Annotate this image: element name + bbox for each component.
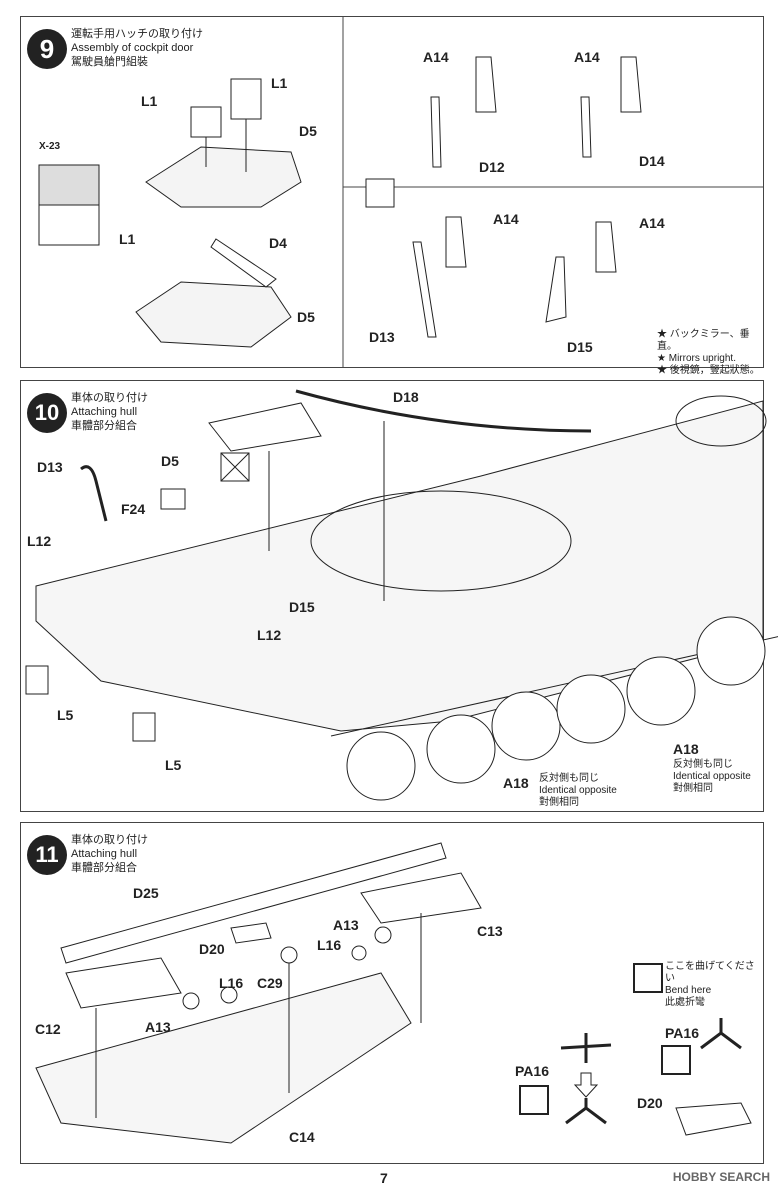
step10-label-6: D15 bbox=[289, 599, 315, 615]
step11-bend-note: ここを曲げてください Bend here 此處折彎 bbox=[665, 961, 763, 1009]
step9-title: 運転手用ハッチの取り付け Assembly of cockpit door 駕駛… bbox=[71, 27, 203, 69]
step11-title-en: Attaching hull bbox=[71, 848, 138, 860]
step10-label-2: D5 bbox=[161, 453, 179, 469]
step11-label-2: D20 bbox=[199, 941, 225, 957]
step9-label-13: D13 bbox=[369, 329, 395, 345]
step10-label-1: D18 bbox=[393, 389, 419, 405]
step9-label-14: A14 bbox=[639, 215, 665, 231]
step9-label-5: L1 bbox=[119, 231, 136, 247]
step10-label-5: L12 bbox=[27, 533, 52, 549]
step11-number: 11 bbox=[27, 835, 67, 875]
step11-label-7: C29 bbox=[257, 975, 283, 991]
step9-note: ★ バックミラー、垂直。 ★ Mirrors upright. ★ 後視鏡，豎起… bbox=[657, 329, 763, 377]
paint-icon bbox=[661, 1045, 691, 1075]
step9-panel: 9 運転手用ハッチの取り付け Assembly of cockpit door … bbox=[20, 16, 764, 376]
step11-label-9: A13 bbox=[145, 1019, 171, 1035]
step10-title-zh: 車體部分組合 bbox=[71, 420, 137, 432]
step10-note2-zh: 對側相同 bbox=[539, 797, 579, 808]
step9-drawing bbox=[38, 17, 763, 367]
step9-note-en: ★ Mirrors upright. bbox=[657, 353, 736, 364]
step10-label-8: L5 bbox=[57, 707, 74, 723]
step11-label-1: D25 bbox=[133, 885, 159, 901]
step10-label-10: A18 bbox=[673, 741, 699, 757]
step9-label-2: L1 bbox=[141, 93, 158, 109]
step11-bend-en: Bend here bbox=[665, 985, 712, 996]
bend-here-icon bbox=[633, 963, 663, 993]
step9-note-zh: ★ 後視鏡，豎起狀態。 bbox=[657, 365, 760, 376]
step10-note2-en: Identical opposite bbox=[539, 785, 617, 796]
step9-label-12: A14 bbox=[493, 211, 519, 227]
bend-here-icon-small bbox=[519, 1085, 549, 1115]
step10-note1-zh: 對側相同 bbox=[673, 783, 713, 794]
step10-label-3: D13 bbox=[37, 459, 63, 475]
step9-label-15: D15 bbox=[567, 339, 593, 355]
step11-bend-ja: ここを曲げてください bbox=[665, 961, 755, 984]
step11-bend-zh: 此處折彎 bbox=[665, 997, 705, 1008]
step9-label-3: D5 bbox=[299, 123, 317, 139]
step10-note-right: 反対側も同じ Identical opposite 對側相同 bbox=[673, 759, 751, 795]
step9-label-4: X-23 bbox=[39, 141, 61, 152]
step11-label-13: D20 bbox=[637, 1095, 663, 1111]
step9-label-11: D14 bbox=[639, 153, 665, 169]
step11-label-11: PA16 bbox=[515, 1063, 549, 1079]
step9-label-9: D12 bbox=[479, 159, 505, 175]
step10-title-ja: 車体の取り付け bbox=[71, 392, 148, 404]
step9-note-ja: ★ バックミラー、垂直。 bbox=[657, 329, 750, 352]
step9-title-en: Assembly of cockpit door bbox=[71, 42, 194, 54]
step10-panel: 10 車体の取り付け Attaching hull 車體部分組合 D18 D5 … bbox=[20, 380, 778, 812]
step10-note-left: 反対側も同じ Identical opposite 對側相同 bbox=[539, 773, 617, 809]
step11-label-6: L16 bbox=[219, 975, 244, 991]
step11-panel: 11 車体の取り付け Attaching hull 車體部分組合 ここを曲げてく… bbox=[20, 822, 764, 1164]
step9-label-6: D4 bbox=[269, 235, 287, 251]
step10-number: 10 bbox=[27, 393, 67, 433]
step11-label-3: A13 bbox=[333, 917, 359, 933]
step9-title-zh: 駕駛員艙門組裝 bbox=[71, 56, 148, 68]
step11-label-8: C12 bbox=[35, 1021, 61, 1037]
step11-title: 車体の取り付け Attaching hull 車體部分組合 bbox=[71, 833, 148, 875]
step11-label-10: C14 bbox=[289, 1129, 315, 1145]
step11-drawing bbox=[35, 842, 752, 1144]
step11-label-4: L16 bbox=[317, 937, 342, 953]
step10-note1-en: Identical opposite bbox=[673, 771, 751, 782]
step10-title: 車体の取り付け Attaching hull 車體部分組合 bbox=[71, 391, 148, 433]
step9-label-1: L1 bbox=[271, 75, 288, 91]
step10-label-9: L5 bbox=[165, 757, 182, 773]
page-number: 7 bbox=[380, 1170, 388, 1186]
step10-title-en: Attaching hull bbox=[71, 406, 138, 418]
step10-label-4: F24 bbox=[121, 501, 146, 517]
step11-title-ja: 車体の取り付け bbox=[71, 834, 148, 846]
watermark: HOBBY SEARCH bbox=[672, 1170, 770, 1184]
step9-title-ja: 運転手用ハッチの取り付け bbox=[71, 28, 203, 40]
step10-label-11: A18 bbox=[503, 775, 529, 791]
step9-number: 9 bbox=[27, 29, 67, 69]
step9-label-10: A14 bbox=[574, 49, 600, 65]
step9-label-8: A14 bbox=[423, 49, 449, 65]
step10-drawing bbox=[25, 389, 778, 801]
step11-label-12: PA16 bbox=[665, 1025, 699, 1041]
step11-label-5: C13 bbox=[477, 923, 503, 939]
step9-label-7: D5 bbox=[297, 309, 315, 325]
step11-title-zh: 車體部分組合 bbox=[71, 862, 137, 874]
step10-note1-ja: 反対側も同じ bbox=[673, 759, 733, 770]
step10-note2-ja: 反対側も同じ bbox=[539, 773, 599, 784]
step10-label-7: L12 bbox=[257, 627, 282, 643]
